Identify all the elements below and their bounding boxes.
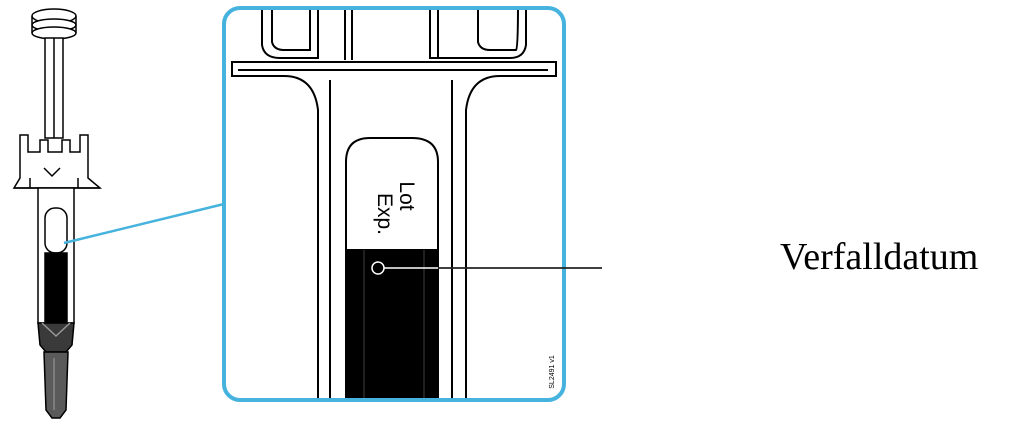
zoom-box: Lot Exp. SL2491 v1 — [222, 6, 566, 402]
plunger-head — [31, 8, 77, 40]
finger-flange — [12, 134, 103, 189]
expiry-label-band — [345, 249, 439, 400]
callout-label: Verfalldatum — [780, 236, 979, 278]
zoom-box-border — [222, 6, 566, 402]
syringe-overview — [12, 8, 103, 419]
exp-label: Exp. — [373, 193, 396, 235]
image-code: SL2491 v1 — [549, 355, 556, 389]
plunger-rod — [44, 37, 64, 139]
lot-label: Lot — [395, 181, 418, 210]
barrel — [37, 187, 75, 324]
needle-cap — [37, 322, 75, 419]
zoom-connector-line — [63, 202, 225, 245]
